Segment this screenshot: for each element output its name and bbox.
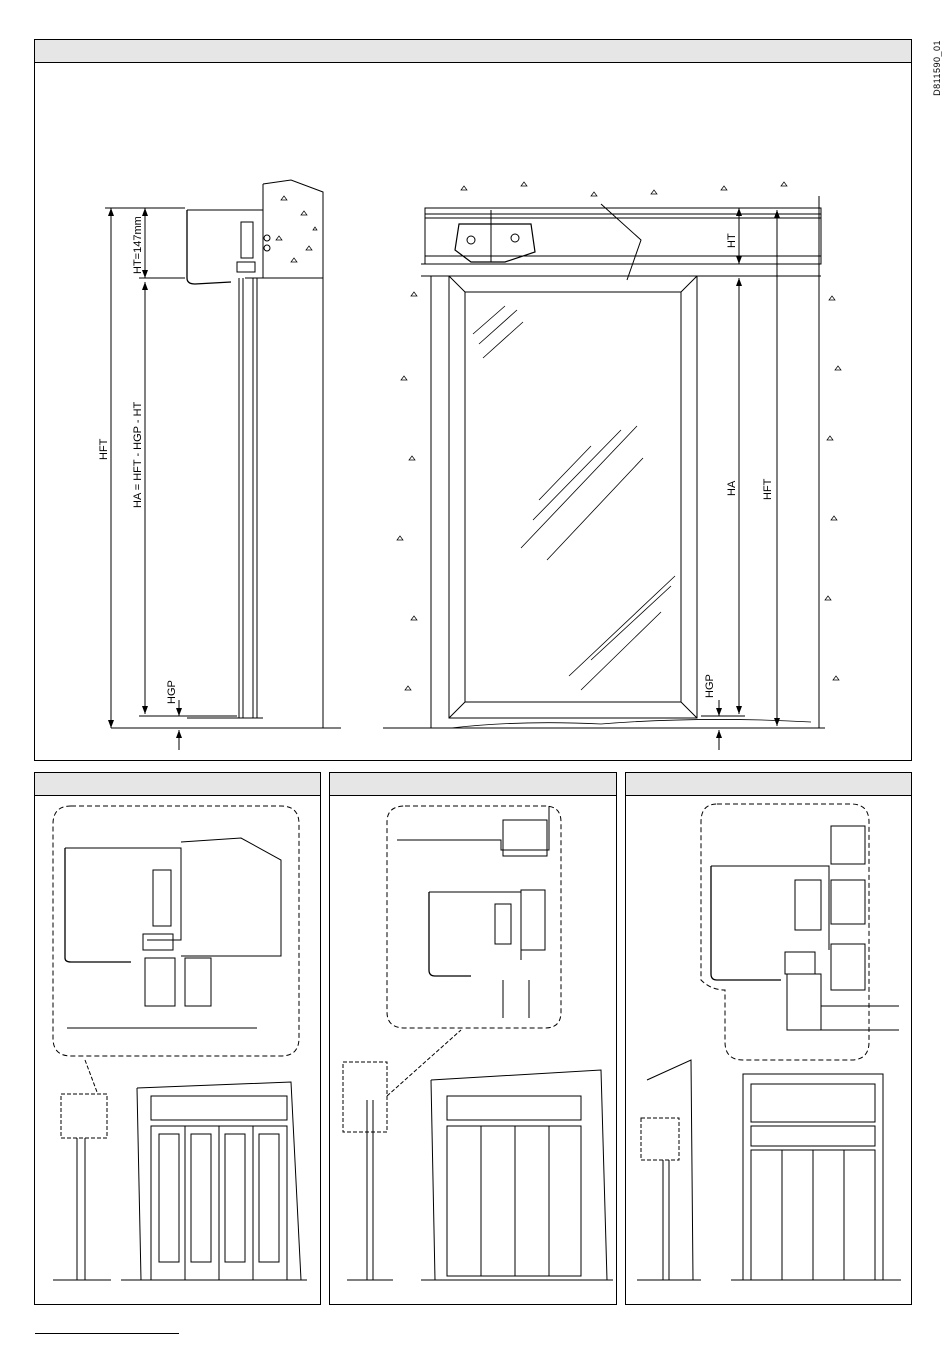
document-code: D811590_01: [932, 40, 942, 96]
front-dim-hft: HFT: [762, 478, 774, 500]
side-dim-hgp: HGP: [166, 680, 178, 704]
front-view: [383, 182, 841, 750]
front-dim-hgp: HGP: [704, 674, 716, 698]
side-dim-ha: HA = HFT - HGP - HT: [132, 401, 144, 508]
ceiling-mount-diagram: [330, 795, 616, 1304]
side-dim-hft: HFT: [98, 438, 110, 460]
wall-mount-diagram: [35, 795, 320, 1304]
front-dim-ha: HA: [726, 480, 738, 496]
installation-diagram: HT=147mm HA = HFT - HGP - HT HFT HGP: [35, 62, 911, 760]
main-panel: HT=147mm HA = HFT - HGP - HT HFT HGP: [34, 39, 912, 761]
side-dim-ht: HT=147mm: [132, 216, 144, 274]
footnote-rule: [35, 1333, 179, 1334]
bottom-right-panel: [625, 772, 912, 1305]
bottom-middle-panel-header: [330, 773, 616, 796]
main-panel-header: [35, 40, 911, 63]
bottom-middle-panel: [329, 772, 617, 1305]
bottom-right-panel-header: [626, 773, 911, 796]
bottom-left-panel: [34, 772, 321, 1305]
frame-mount-diagram: [626, 795, 911, 1304]
front-dim-ht: HT: [726, 233, 738, 248]
bottom-left-panel-header: [35, 773, 320, 796]
